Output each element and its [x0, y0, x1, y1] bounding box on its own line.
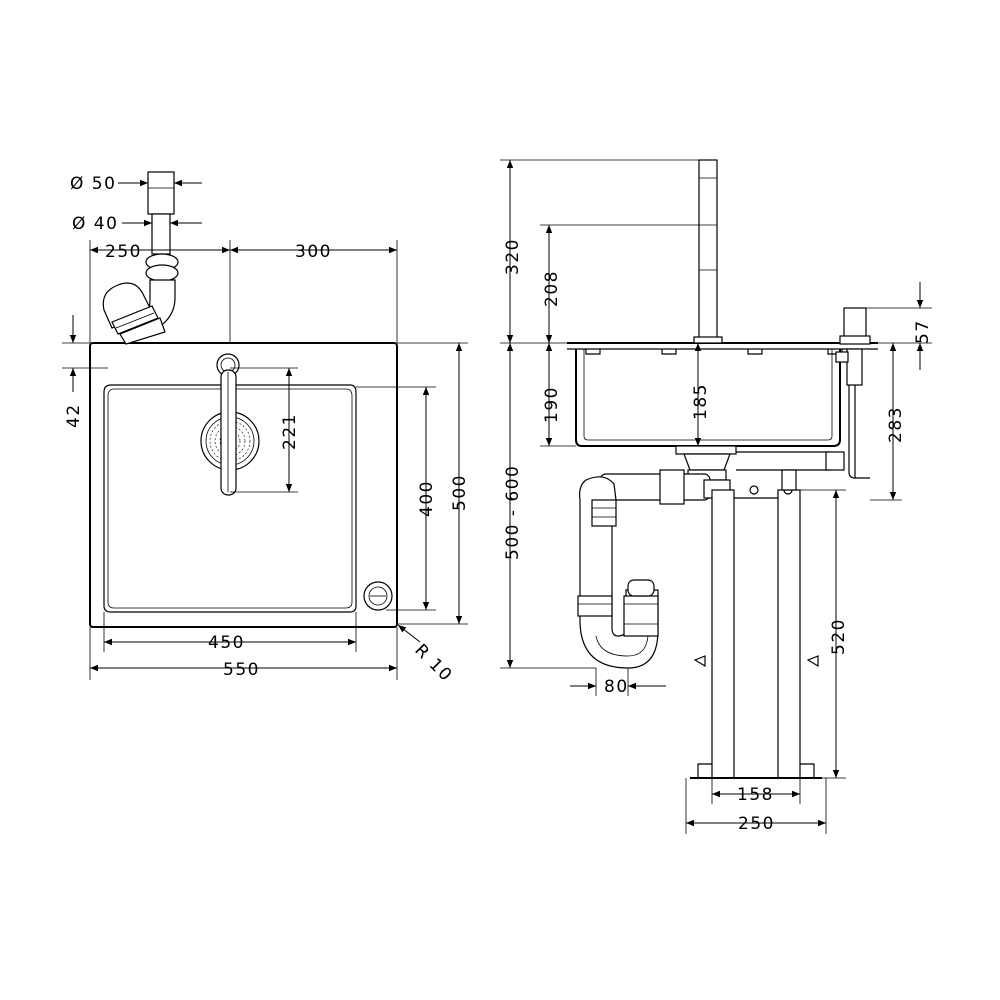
- dim-frame-width: 250: [738, 814, 775, 834]
- dim-cabinet-range: 500 - 600: [503, 465, 523, 560]
- side-view: 320 208 190 185 500 - 600 57: [500, 159, 933, 834]
- tap-side: [693, 159, 723, 344]
- dim-offset-right: 300: [295, 242, 332, 262]
- dim-rim-offset: 42: [64, 403, 84, 428]
- dim-tap-reach: 221: [280, 413, 300, 450]
- dim-overflow-depth: 283: [886, 406, 906, 443]
- dim-bowl-height: 190: [542, 386, 562, 423]
- dim-offset-left: 250: [105, 242, 142, 262]
- soap-dispenser-icon: [835, 307, 871, 479]
- dim-drain-height: 185: [691, 383, 711, 420]
- dim-corner-radius: R 10: [410, 640, 456, 686]
- dim-pipe-inner: Ø 40: [72, 214, 118, 234]
- support-frame: [690, 469, 822, 779]
- side-view-dimensions: 320 208 190 185 500 - 600 57: [500, 159, 933, 834]
- top-view-dimensions: Ø 50 Ø 40 250 300 42 221: [62, 174, 470, 686]
- dim-soap-height: 57: [913, 319, 933, 344]
- dim-leg-spacing: 158: [737, 785, 774, 805]
- dim-spout-height: 208: [542, 270, 562, 307]
- dim-bowl-width: 450: [208, 633, 245, 653]
- drain-assembly: [577, 445, 845, 669]
- tap-top: [200, 353, 260, 496]
- top-view: Ø 50 Ø 40 250 300 42 221: [62, 171, 470, 686]
- dim-bowl-depth: 400: [417, 480, 437, 517]
- overflow-icon: [363, 581, 393, 611]
- dim-trap-width: 80: [604, 677, 629, 697]
- mounting-clips: [585, 349, 843, 355]
- dim-tap-height: 320: [503, 238, 523, 275]
- drain-pipe-top: [102, 171, 179, 345]
- dim-pipe-outer: Ø 50: [70, 174, 116, 194]
- dim-sink-depth: 500: [450, 474, 470, 511]
- sink-outline: [89, 342, 398, 628]
- bowl-outline: [103, 384, 357, 613]
- dim-sink-width: 550: [223, 660, 260, 680]
- dim-frame-height: 520: [829, 618, 849, 655]
